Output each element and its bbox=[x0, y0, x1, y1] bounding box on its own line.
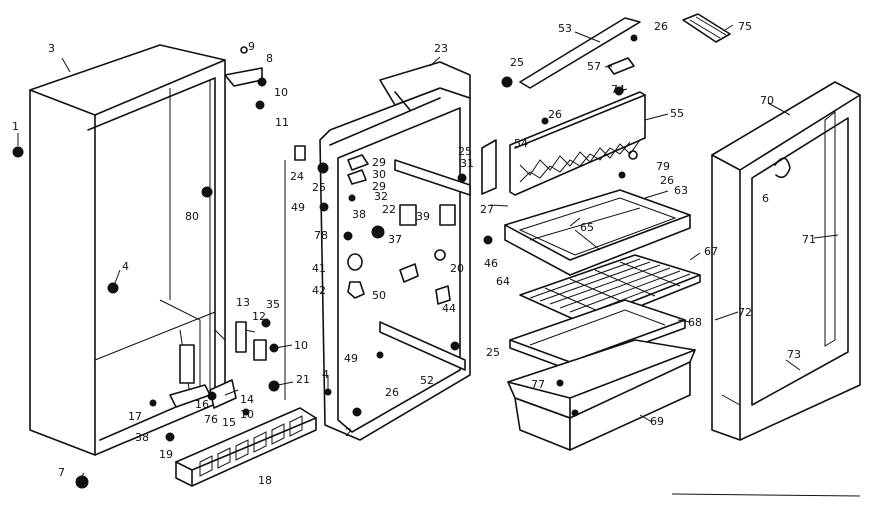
cabinet-liner bbox=[284, 61, 471, 441]
callout-41: 41 bbox=[312, 262, 326, 275]
callout-25d: 25 bbox=[510, 56, 524, 69]
top-hinge-assembly bbox=[224, 46, 267, 110]
callout-57: 57 bbox=[587, 60, 601, 73]
callout-71: 71 bbox=[802, 233, 816, 246]
callout-49b: 49 bbox=[344, 352, 358, 365]
callout-50: 50 bbox=[372, 289, 386, 302]
callout-1: 1 bbox=[12, 120, 19, 133]
callout-74: 74 bbox=[611, 83, 625, 96]
freezer-shelf bbox=[504, 189, 691, 276]
callout-25c: 25 bbox=[458, 145, 472, 158]
kick-plate-grille bbox=[175, 407, 317, 487]
callout-4: 4 bbox=[122, 260, 129, 273]
callout-44: 44 bbox=[442, 302, 456, 315]
callout-6: 6 bbox=[762, 192, 769, 205]
callout-7: 7 bbox=[58, 466, 65, 479]
callout-26a: 26 bbox=[385, 386, 399, 399]
callout-35: 35 bbox=[266, 298, 280, 311]
callout-80: 80 bbox=[185, 210, 199, 223]
callout-2: 2 bbox=[345, 426, 352, 439]
callout-23: 23 bbox=[434, 42, 448, 55]
evaporator-cover bbox=[509, 91, 646, 196]
light-shield bbox=[682, 13, 731, 43]
callout-64: 64 bbox=[496, 275, 510, 288]
callout-46: 46 bbox=[484, 257, 498, 270]
callout-69: 69 bbox=[650, 415, 664, 428]
callout-54: 54 bbox=[514, 137, 528, 150]
callout-29b: 29 bbox=[372, 180, 386, 193]
callout-65: 65 bbox=[580, 221, 594, 234]
callout-10a: 10 bbox=[274, 86, 288, 99]
callout-17: 17 bbox=[128, 410, 142, 423]
leader-lines bbox=[17, 24, 839, 477]
callout-39: 39 bbox=[416, 210, 430, 223]
callout-38b: 38 bbox=[352, 208, 366, 221]
callout-9: 9 bbox=[248, 40, 255, 53]
callout-18: 18 bbox=[258, 474, 272, 487]
callout-63: 63 bbox=[674, 184, 688, 197]
callout-79: 79 bbox=[656, 160, 670, 173]
callout-26b: 26 bbox=[548, 108, 562, 121]
callout-16: 16 bbox=[195, 398, 209, 411]
callout-52: 52 bbox=[420, 374, 434, 387]
callout-77: 77 bbox=[531, 378, 545, 391]
footer-rule bbox=[671, 493, 861, 497]
control-parts bbox=[481, 57, 638, 245]
callout-27: 27 bbox=[480, 203, 494, 216]
callout-19: 19 bbox=[159, 448, 173, 461]
callout-10b: 10 bbox=[294, 339, 308, 352]
callout-26d: 26 bbox=[660, 174, 674, 187]
callout-76: 76 bbox=[204, 413, 218, 426]
cabinet-shell bbox=[29, 44, 226, 456]
callout-73: 73 bbox=[787, 348, 801, 361]
callout-20: 20 bbox=[450, 262, 464, 275]
crisper-drawer bbox=[507, 339, 696, 451]
callout-25b: 25 bbox=[486, 346, 500, 359]
callout-8: 8 bbox=[266, 52, 273, 65]
callout-49a: 49 bbox=[291, 201, 305, 214]
callout-70: 70 bbox=[760, 94, 774, 107]
callout-12: 12 bbox=[252, 310, 266, 323]
callout-10c: 10 bbox=[240, 408, 254, 421]
callout-72: 72 bbox=[738, 306, 752, 319]
callout-75: 75 bbox=[738, 20, 752, 33]
callout-68: 68 bbox=[688, 316, 702, 329]
door-gasket-frame bbox=[711, 81, 861, 441]
lower-hardware bbox=[12, 146, 280, 489]
callout-4b: 4 bbox=[322, 368, 329, 381]
callout-67: 67 bbox=[704, 245, 718, 258]
callout-15: 15 bbox=[222, 416, 236, 429]
callout-30: 30 bbox=[372, 168, 386, 181]
callout-14: 14 bbox=[240, 393, 254, 406]
callout-29a: 29 bbox=[372, 156, 386, 169]
callout-22: 22 bbox=[382, 203, 396, 216]
callout-53: 53 bbox=[558, 22, 572, 35]
callout-11: 11 bbox=[275, 116, 289, 129]
callout-24: 24 bbox=[290, 170, 304, 183]
callout-labels: 3 1 4 7 9 8 10 11 80 13 12 35 10 21 14 1… bbox=[12, 20, 816, 487]
top-trim-strip bbox=[501, 17, 641, 89]
callout-37: 37 bbox=[388, 233, 402, 246]
callout-21: 21 bbox=[296, 373, 310, 386]
callout-32: 32 bbox=[374, 190, 388, 203]
callout-55: 55 bbox=[670, 107, 684, 120]
callout-13: 13 bbox=[236, 296, 250, 309]
callout-42: 42 bbox=[312, 284, 326, 297]
callout-38a: 38 bbox=[135, 431, 149, 444]
callout-25a: 25 bbox=[312, 181, 326, 194]
callout-31: 31 bbox=[460, 157, 474, 170]
callout-26c: 26 bbox=[654, 20, 668, 33]
callout-78: 78 bbox=[314, 229, 328, 242]
callout-3: 3 bbox=[48, 42, 55, 55]
